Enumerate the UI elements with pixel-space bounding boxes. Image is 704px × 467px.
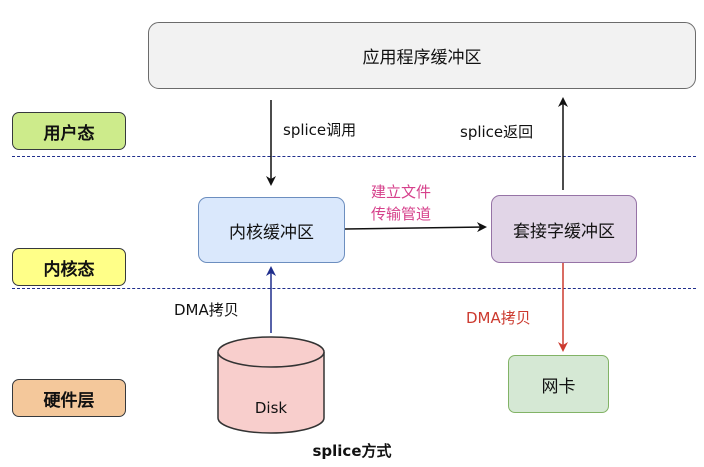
nic-node: 网卡 [508, 355, 609, 413]
hardware-layer-label: 硬件层 [12, 379, 126, 417]
kernel-mode-label: 内核态 [12, 248, 126, 286]
user-mode-label: 用户态 [12, 112, 126, 150]
socket-buffer-node: 套接字缓冲区 [491, 195, 637, 263]
pipe-label: 建立文件 传输管道 [371, 181, 431, 225]
dma-copy-in-label: DMA拷贝 [174, 301, 239, 319]
kernel-buffer-node: 内核缓冲区 [198, 197, 345, 263]
splice-return-label: splice返回 [460, 123, 534, 141]
kernel-hardware-boundary-line [12, 288, 696, 289]
user-kernel-boundary-line [12, 156, 696, 157]
pipe-arrow [344, 222, 487, 233]
splice-call-label: splice调用 [283, 121, 357, 139]
disk-node-label: Disk [254, 399, 288, 417]
app-buffer-node: 应用程序缓冲区 [148, 22, 696, 89]
pipe-label-line2: 传输管道 [371, 205, 432, 223]
dma-copy-out-label: DMA拷贝 [466, 309, 531, 327]
disk-cylinder [217, 336, 325, 434]
diagram-caption: splice方式 [312, 442, 392, 460]
pipe-label-line1: 建立文件 [371, 183, 432, 201]
